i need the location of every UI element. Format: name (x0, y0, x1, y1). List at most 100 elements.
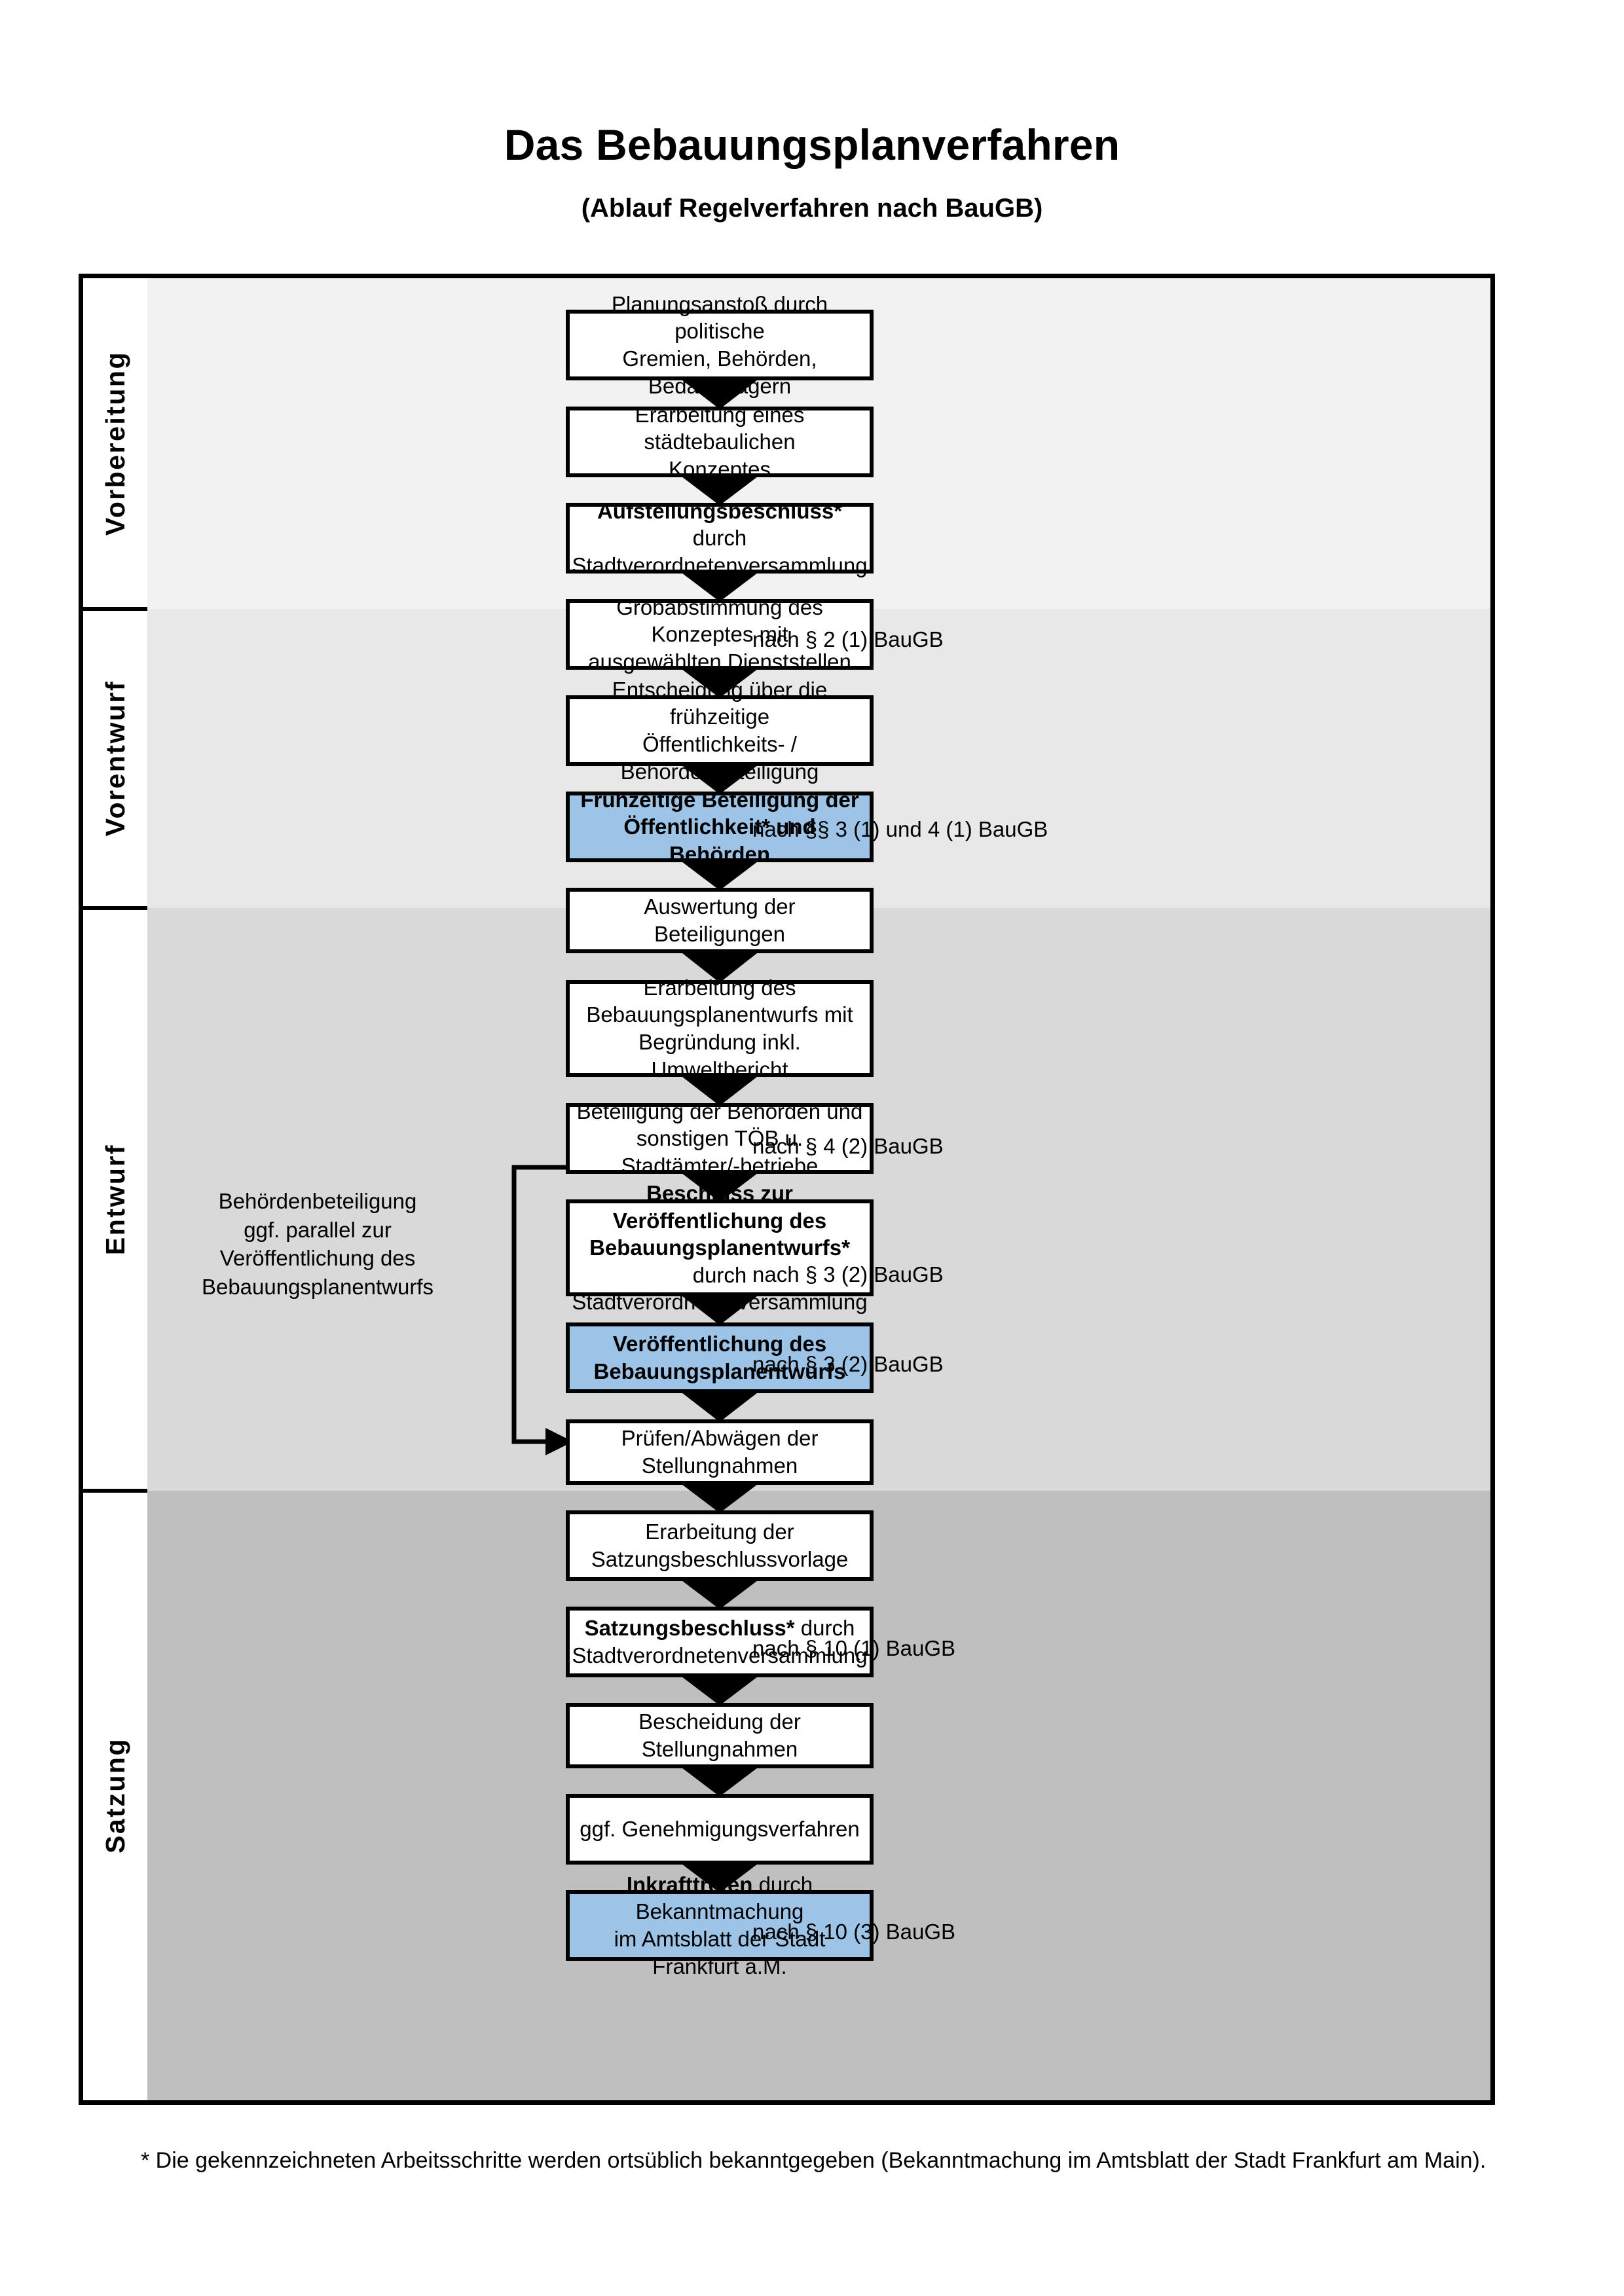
note-par3-4-1: nach §§ 3 (1) und 4 (1) BauGB (752, 817, 1048, 841)
flow-box-line: Begründung inkl. Umweltbericht (638, 1030, 801, 1082)
flow-box-line: Bebauungsplanentwurfs* durch (589, 1235, 850, 1287)
flow-box-line: Inkrafttreten durch Bekanntmachung (626, 1872, 813, 1924)
phase-cell-vorbereitung: Vorbereitung (83, 278, 147, 609)
note-par3-2-a: nach § 3 (2) BauGB (752, 1262, 944, 1286)
flow-box-line: Beschluss zur Veröffentlichung des (612, 1181, 827, 1233)
flow-box-line: Satzungsbeschlussvorlage (591, 1547, 849, 1571)
flow-box-line: Erarbeitung eines städtebaulichen (635, 402, 805, 454)
arrow-down-icon (679, 1482, 760, 1513)
flow-box-line: Prüfen/Abwägen der Stellungnahmen (621, 1426, 819, 1478)
flow-box-line: im Amtsblatt der Stadt Frankfurt a.M. (614, 1927, 826, 1978)
flow-box-line: Frühzeitige Beteiligung der (580, 787, 859, 812)
flow-box-line: Erarbeitung des (643, 975, 796, 1000)
phase-divider (83, 1489, 147, 1493)
arrow-down-icon (679, 1171, 760, 1202)
phase-cell-entwurf: Entwurf (83, 908, 147, 1491)
flow-box-line: Bebauungsplanentwurfs mit (586, 1002, 853, 1027)
flow-box-text: ggf. Genehmigungsverfahren (580, 1815, 859, 1843)
arrow-down-icon (679, 1675, 760, 1705)
title-block: Das Bebauungsplanverfahren (Ablauf Regel… (0, 121, 1624, 223)
flow-box-text: Beteiligung der Behörden und sonstigen TÖ… (576, 1098, 863, 1180)
page-subtitle: (Ablauf Regelverfahren nach BauGB) (581, 193, 1043, 223)
phase-label-vorentwurf: Vorentwurf (100, 680, 130, 837)
flow-box-line: Beteiligung der Behörden und (576, 1099, 863, 1123)
flow-box-line: Bebauungsplanentwurfs (593, 1359, 846, 1383)
phase-divider (83, 906, 147, 910)
arrow-down-icon (679, 1862, 760, 1893)
flow-box-auswertung[interactable]: Auswertung der Beteiligungen (566, 888, 874, 953)
flow-box-text: Prüfen/Abwägen der Stellungnahmen (576, 1425, 863, 1479)
flow-box-bescheidung[interactable]: Bescheidung der Stellungnahmen (566, 1703, 874, 1768)
footnote: * Die gekennzeichneten Arbeitsschritte w… (141, 2148, 1486, 2173)
arrow-down-icon (679, 763, 760, 794)
note-par3-2-b: nach § 3 (2) BauGB (752, 1352, 944, 1376)
phase-label-entwurf: Entwurf (100, 1143, 130, 1256)
flow-box-line: sonstigen TÖB u. Stadtämter/-betriebe (621, 1126, 819, 1178)
note-par10-1: nach § 10 (1) BauGB (752, 1636, 956, 1660)
arrow-down-icon (679, 1391, 760, 1422)
arrow-down-icon (679, 1766, 760, 1796)
flow-box-line: Satzungsbeschluss* durch (584, 1616, 855, 1641)
parallel-note-line: Behördenbeteiligung (218, 1189, 417, 1213)
flow-box-line: Grobabstimmung des Konzeptes mit (616, 594, 823, 647)
flow-box-line: Entscheidung über die frühzeitige (612, 677, 828, 729)
flow-box-line: Veröffentlichung des (612, 1332, 827, 1357)
flow-box-line: ggf. Genehmigungsverfahren (580, 1817, 860, 1842)
page-title: Das Bebauungsplanverfahren (504, 120, 1120, 169)
flow-box-line: Auswertung der Beteiligungen (644, 894, 796, 946)
flow-box-line: Planungsanstoß durch politische (611, 291, 828, 344)
arrow-down-icon (679, 475, 760, 505)
phase-label-vorbereitung: Vorbereitung (100, 351, 130, 536)
arrow-down-icon (679, 1294, 760, 1325)
flow-box-text: Auswertung der Beteiligungen (576, 893, 863, 947)
flow-box-genehmigungsverfahren[interactable]: ggf. Genehmigungsverfahren (566, 1794, 874, 1865)
phase-label-satzung: Satzung (100, 1738, 130, 1853)
arrow-down-icon (679, 860, 760, 890)
flow-box-pruefen-abwaegen[interactable]: Prüfen/Abwägen der Stellungnahmen (566, 1419, 874, 1485)
arrow-down-icon (679, 951, 760, 983)
flow-box-line: Aufstellungsbeschluss* durch (597, 498, 843, 551)
arrow-down-icon (679, 571, 760, 602)
phase-cell-vorentwurf: Vorentwurf (83, 609, 147, 908)
arrow-down-icon (679, 378, 760, 409)
flow-box-line: Bescheidung der Stellungnahmen (638, 1709, 801, 1761)
flow-box-line: Stadtverordnetenversammlung (572, 1643, 868, 1667)
note-par4-2: nach § 4 (2) BauGB (752, 1134, 944, 1158)
arrow-down-icon (679, 667, 760, 698)
note-par2: nach § 2 (1) BauGB (752, 627, 944, 651)
arrow-down-icon (679, 1578, 760, 1609)
parallel-note-line: Bebauungsplanentwurfs (201, 1274, 434, 1299)
parallel-note-line: Veröffentlichung des (219, 1246, 416, 1271)
phase-divider (83, 607, 147, 611)
flow-box-text: Bescheidung der Stellungnahmen (576, 1708, 863, 1762)
parallel-note-line: ggf. parallel zur (244, 1217, 392, 1242)
phase-cell-satzung: Satzung (83, 1491, 147, 2100)
arrow-down-icon (679, 1074, 760, 1106)
note-par10-3: nach § 10 (3) BauGB (752, 1920, 956, 1944)
flow-box-line: Erarbeitung der (645, 1520, 794, 1544)
